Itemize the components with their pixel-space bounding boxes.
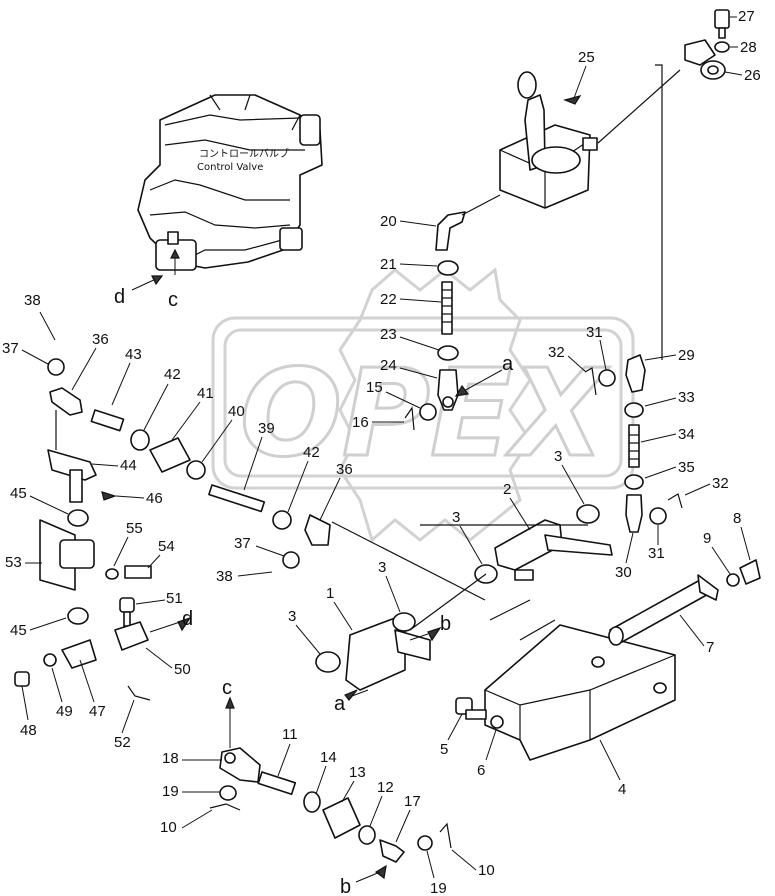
reference-letters: a a b b c c d d — [114, 286, 514, 896]
callout-46: 46 — [146, 490, 163, 507]
callout-3a: 3 — [554, 448, 562, 465]
bolt-5 — [455, 697, 504, 729]
callout-32b: 32 — [712, 475, 729, 492]
callout-12: 12 — [377, 779, 394, 796]
callout-53: 53 — [5, 554, 22, 571]
callout-41: 41 — [197, 385, 214, 402]
callout-3c: 3 — [378, 559, 386, 576]
ref-b-upper: b — [440, 613, 451, 635]
callout-23: 23 — [380, 326, 397, 343]
callout-4: 4 — [618, 781, 626, 798]
callout-27: 27 — [738, 8, 755, 25]
callout-40: 40 — [228, 403, 245, 420]
callout-37b: 37 — [234, 535, 251, 552]
callout-16: 16 — [352, 414, 369, 431]
callout-22: 22 — [380, 291, 397, 308]
ref-c-lower: c — [222, 677, 232, 699]
callout-33: 33 — [678, 389, 695, 406]
callout-28: 28 — [740, 39, 757, 56]
linkage-rod-upper — [404, 194, 501, 431]
callout-labels: 27 28 26 25 20 21 22 23 24 15 16 32 31 2… — [2, 8, 761, 896]
callout-48: 48 — [20, 722, 37, 739]
callout-42b: 42 — [303, 444, 320, 461]
callout-31a: 31 — [586, 324, 603, 341]
callout-45a: 45 — [10, 485, 27, 502]
callout-50: 50 — [174, 661, 191, 678]
top-right-joint — [684, 9, 730, 80]
ref-d-lower: d — [182, 608, 193, 630]
callout-30: 30 — [615, 564, 632, 581]
callout-11: 11 — [282, 726, 298, 743]
bottom-linkage — [209, 696, 452, 883]
support-bracket — [484, 599, 676, 761]
callout-31b: 31 — [648, 545, 665, 562]
callout-13: 13 — [349, 764, 366, 781]
callout-19a: 19 — [162, 783, 179, 800]
callout-2: 2 — [503, 481, 511, 498]
ref-c-valve: c — [168, 289, 178, 311]
callout-36b: 36 — [336, 461, 353, 478]
callout-51: 51 — [166, 590, 183, 607]
callout-37a: 37 — [2, 340, 19, 357]
ref-b-lower: b — [340, 876, 351, 896]
control-lever-assembly — [499, 64, 681, 360]
callout-9: 9 — [703, 530, 711, 547]
callout-24: 24 — [380, 357, 397, 374]
callout-5: 5 — [440, 741, 448, 758]
callout-26: 26 — [744, 67, 761, 84]
callout-1: 1 — [326, 585, 334, 602]
callout-42a: 42 — [164, 366, 181, 383]
control-valve-label-en: Control Valve — [197, 162, 263, 173]
callout-25: 25 — [578, 49, 595, 66]
callout-32a: 32 — [548, 344, 565, 361]
callout-18: 18 — [162, 750, 179, 767]
callout-49: 49 — [56, 703, 73, 720]
callout-44: 44 — [120, 457, 137, 474]
callout-3d: 3 — [288, 608, 296, 625]
callout-39: 39 — [258, 420, 275, 437]
callout-20: 20 — [380, 213, 397, 230]
callout-52: 52 — [114, 734, 131, 751]
callout-10b: 10 — [478, 862, 495, 879]
ref-d-valve: d — [114, 286, 125, 308]
rod-7 — [608, 559, 761, 646]
callout-38a: 38 — [24, 292, 41, 309]
callout-35: 35 — [678, 459, 695, 476]
lever-shaft-upper — [331, 504, 613, 601]
linkage-rod-right — [584, 354, 683, 533]
ref-a-lower: a — [334, 693, 346, 715]
callout-47: 47 — [89, 703, 106, 720]
callout-43: 43 — [125, 346, 142, 363]
left-linkage — [14, 358, 331, 701]
lever-shaft-lower — [315, 573, 487, 701]
control-valve-label-jp: コントロールバルブ — [199, 147, 289, 160]
callout-14: 14 — [320, 749, 337, 766]
ref-a-upper: a — [502, 353, 514, 375]
callout-55: 55 — [126, 520, 143, 537]
callout-36a: 36 — [92, 331, 109, 348]
callout-17: 17 — [404, 793, 421, 810]
callout-3b: 3 — [452, 509, 460, 526]
callout-15: 15 — [366, 379, 383, 396]
callout-10a: 10 — [160, 819, 177, 836]
callout-38b: 38 — [216, 568, 233, 585]
callout-45b: 45 — [10, 622, 27, 639]
callout-7: 7 — [706, 639, 714, 656]
valve-arrows — [131, 248, 180, 291]
callout-6: 6 — [477, 762, 485, 779]
callout-34: 34 — [678, 426, 695, 443]
callout-54: 54 — [158, 538, 175, 555]
callout-19b: 19 — [430, 880, 447, 896]
callout-8: 8 — [733, 510, 741, 527]
callout-21: 21 — [380, 256, 397, 273]
control-valve: コントロールバルブ Control Valve — [137, 94, 323, 271]
callout-29: 29 — [678, 347, 695, 364]
